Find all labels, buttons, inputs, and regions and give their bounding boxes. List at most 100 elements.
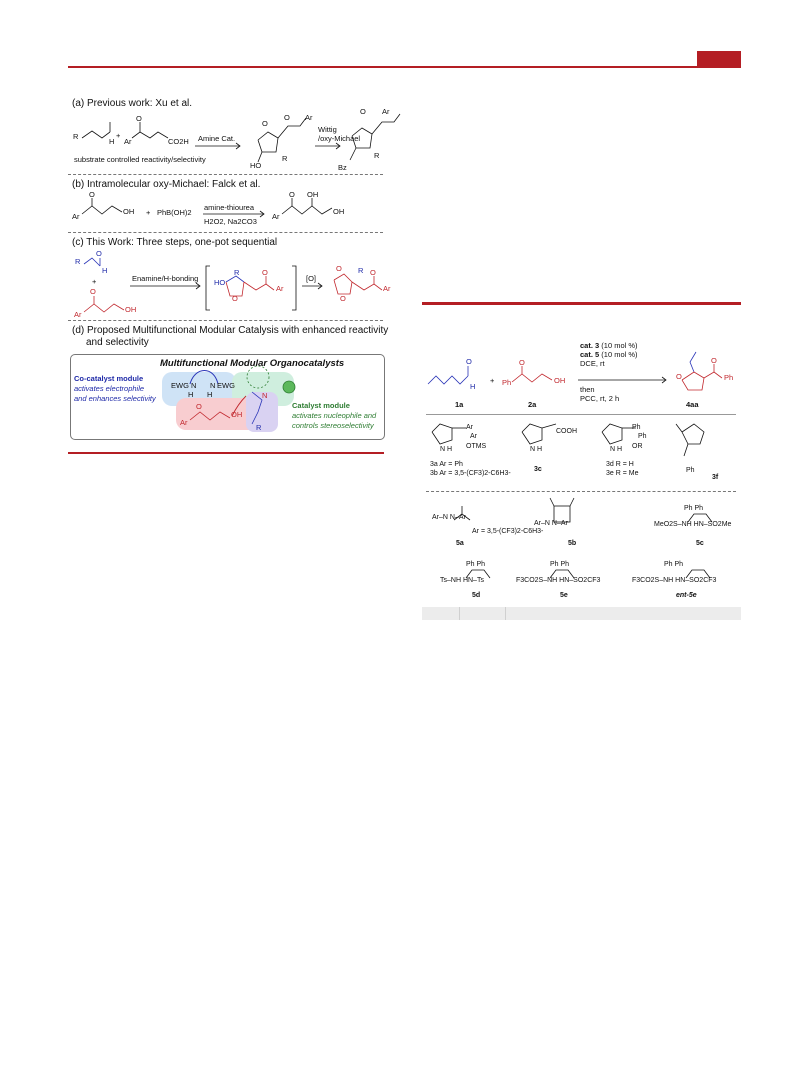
left-column-rule (68, 452, 384, 454)
c-o-label-3: O (232, 294, 238, 303)
cond-line5: PCC, rt, 2 h (580, 394, 620, 403)
a-plus: + (116, 131, 121, 140)
c-r-label: R (75, 257, 81, 266)
cond-line1: cat. 3 (10 mol %) (580, 341, 638, 350)
b-oh-label-3: OH (333, 207, 345, 216)
c3-ar-right: Ar (470, 433, 477, 440)
c-ho-label: HO (214, 278, 226, 287)
a-note: substrate controlled reactivity/selectiv… (74, 155, 206, 164)
r-oh-2a: OH (554, 376, 566, 385)
c-o-label-7: O (370, 268, 376, 277)
d-ar-label: Ar (180, 418, 188, 427)
table-header-bar (422, 607, 741, 620)
cocat-line2: and enhances selectivity (74, 394, 156, 403)
section-d-title-line1: (d) Proposed Multifunctional Modular Cat… (72, 325, 389, 336)
a-ar-label-2: Ar (305, 113, 313, 122)
r-o2-4aa: O (711, 356, 717, 365)
a-r-label-3: R (374, 151, 380, 160)
table-col-sep-2 (505, 607, 506, 620)
c5c-structure: MeO2S–NH HN–SO2Me (654, 521, 732, 528)
c3d-ph-top: Ph (632, 424, 641, 431)
a-o-label-4: O (360, 107, 366, 116)
a-ho-label: HO (250, 161, 262, 170)
d-ewg-right: EWG (217, 381, 235, 390)
d-o-label: O (196, 402, 202, 411)
label-2a: 2a (528, 400, 537, 409)
a-h-label: H (109, 137, 115, 146)
d-n-left: N (191, 381, 197, 390)
c3a-line: 3a Ar = Ph (430, 461, 463, 468)
c3d-ph-right: Ph (638, 433, 647, 440)
c3f-ph: Ph (686, 467, 695, 474)
a-reagent2-line2: /oxy-Michael (318, 134, 361, 143)
c-plus: + (92, 277, 97, 286)
c3f-label: 3f (712, 474, 719, 481)
table-col-sep-1 (459, 607, 460, 620)
section-a-title: (a) Previous work: Xu et al. (72, 98, 193, 109)
panel-title: Multifunctional Modular Organocatalysts (160, 358, 345, 369)
c-r-label-3: R (358, 266, 364, 275)
b-reagent-top: amine-thiourea (204, 203, 255, 212)
c5e-label: 5e (560, 592, 568, 599)
cond-line2: cat. 5 (10 mol %) (580, 350, 638, 359)
r-o-1a: O (466, 357, 472, 366)
c-ar-label: Ar (74, 310, 82, 319)
a-o-label-2: O (262, 119, 268, 128)
table-top-rule (422, 302, 741, 305)
c-ar-label-3: Ar (383, 284, 391, 293)
label-4aa: 4aa (686, 400, 699, 409)
c3b-line: 3b Ar = 3,5-(CF3)2-C6H3- (430, 470, 511, 477)
c3-nh: N H (440, 446, 453, 453)
ent5e-structure: F3CO2S–NH HN–SO2CF3 (632, 577, 717, 584)
section-c-title: (c) This Work: Three steps, one-pot sequ… (72, 237, 278, 248)
a-co2h-label: CO2H (168, 137, 189, 146)
r-h-1a: H (470, 382, 476, 391)
c3d-or: OR (632, 443, 643, 450)
b-reagent-bottom: H2O2, Na2CO3 (204, 217, 257, 226)
c5d-ph: Ph Ph (466, 561, 486, 568)
a-r-label: R (73, 132, 79, 141)
c5c-label: 5c (696, 540, 704, 547)
a-r-label-2: R (282, 154, 288, 163)
cocat-title: Co-catalyst module (74, 374, 144, 383)
cat-title: Catalyst module (292, 401, 350, 410)
c-o-label-6: O (340, 294, 346, 303)
r-ph-2a: Ph (502, 378, 512, 387)
c5e-structure: F3CO2S–NH HN–SO2CF3 (516, 577, 601, 584)
ent5e-label: ent-5e (676, 592, 697, 599)
c-step1: Enamine/H-bonding (132, 274, 199, 283)
c3-ar-top: Ar (466, 424, 473, 431)
label-1a: 1a (455, 400, 464, 409)
cocat-line1: activates electrophile (74, 384, 145, 393)
c-oh-label: OH (125, 305, 137, 314)
c3c-cooh: COOH (556, 428, 577, 435)
a-reagent1: Amine Cat. (198, 134, 236, 143)
c-r-label-2: R (234, 268, 240, 277)
b-ar-label-2: Ar (272, 212, 280, 221)
c-o-label-2: O (90, 287, 96, 296)
a-o-label: O (136, 114, 142, 123)
c-h-label: H (102, 266, 108, 275)
r-o-2a: O (519, 358, 525, 367)
c-step2: [O] (306, 274, 317, 283)
c5b-label: 5b (568, 540, 577, 547)
header-rule (68, 66, 741, 68)
d-n-catalyst: N (262, 391, 268, 400)
b-o-label-2: O (289, 190, 295, 199)
d-n-right: N (210, 381, 216, 390)
c3d-nh: N H (610, 446, 623, 453)
header-tab (697, 51, 741, 66)
r-o-4aa: O (676, 372, 682, 381)
d-h-left: H (188, 390, 194, 399)
c3-otms: OTMS (466, 443, 487, 450)
c5a-structure: Ar–N N–Ar (432, 514, 466, 521)
a-reagent2-line1: Wittig (318, 125, 337, 134)
divider-a (68, 174, 383, 175)
section-b-title: (b) Intramolecular oxy-Michael: Falck et… (72, 179, 261, 190)
c5d-structure: Ts–NH HN–Ts (440, 577, 484, 584)
c3c-nh: N H (530, 446, 543, 453)
